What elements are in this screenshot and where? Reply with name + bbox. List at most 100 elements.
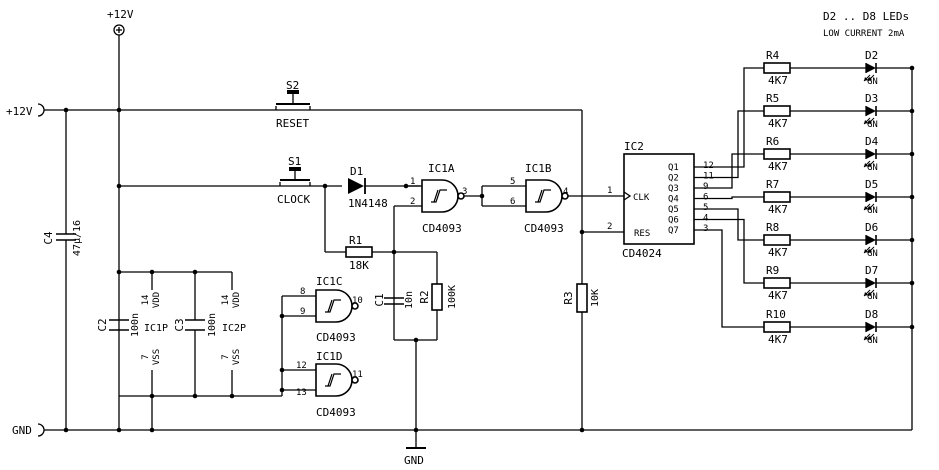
led-resistor-value: 4K7 [768, 203, 788, 216]
led-ref: D3 [865, 92, 878, 105]
ic1a-in1: 1 [410, 177, 415, 187]
d1-ref: D1 [350, 165, 363, 178]
ic1d-in2: 13 [296, 388, 307, 398]
led-color: GN [867, 249, 878, 259]
r2-ref: R2 [418, 290, 431, 303]
ic1p-vss-pin: 7 [141, 354, 151, 359]
ic1p-ref: IC1P [144, 323, 168, 334]
ic1b-part: CD4093 [524, 222, 564, 235]
ic2-output-pin: 3 [703, 224, 708, 234]
ic2-res-label: RES [634, 229, 650, 239]
ic2-output-pin: 9 [703, 182, 708, 192]
ic2-output-wire [694, 229, 764, 328]
ic1c-in2: 9 [300, 307, 305, 317]
ic2-clk-pin: 1 [607, 186, 612, 196]
ic2-output-pin: 11 [703, 172, 714, 182]
ic1b-out: 4 [563, 187, 568, 197]
led-ref: D7 [865, 264, 878, 277]
ic1d-part: CD4093 [316, 406, 356, 419]
r2-value: 100K [447, 285, 458, 309]
led-resistor [763, 321, 791, 333]
led-color: GN [867, 77, 878, 87]
led-ref: D6 [865, 221, 878, 234]
ic2-output-wire [694, 153, 764, 189]
r3-ref: R3 [562, 291, 575, 304]
led-color: GN [867, 120, 878, 130]
led-resistor [763, 277, 791, 289]
led-resistor-ref: R10 [766, 308, 786, 321]
led-resistor [763, 148, 791, 160]
s1-label: CLOCK [277, 193, 310, 206]
c3-ref: C3 [173, 318, 186, 331]
led-color: GN [867, 336, 878, 346]
vtop-label: +12V [107, 8, 134, 21]
ic2p-ref: IC2P [222, 323, 246, 334]
ic2p-vdd-pin: 14 [221, 295, 231, 306]
ic1a-in2: 2 [410, 197, 415, 207]
s2-ref: S2 [286, 79, 299, 92]
led-bank: R44K7D2GNR54K7D3GNR64K7D4GNR74K7D5GNR84K… [763, 49, 915, 346]
ic2-output-label: Q5 [668, 205, 679, 215]
c2-value: 100n [130, 313, 141, 337]
gnd-bottom-label: GND [404, 454, 424, 467]
ic2p-vdd: VDD [232, 292, 242, 308]
ic2-output-wire [694, 208, 764, 241]
r3-value: 10K [590, 289, 601, 307]
led-resistor-ref: R5 [766, 92, 779, 105]
led-color: GN [867, 163, 878, 173]
led-resistor-ref: R4 [766, 49, 780, 62]
clock-switch [279, 167, 311, 186]
ic2-output-wire [694, 67, 764, 168]
led-color: GN [867, 206, 878, 216]
led-resistor-ref: R8 [766, 221, 779, 234]
ic1a-part: CD4093 [422, 222, 462, 235]
ic2-output-label: Q1 [668, 163, 679, 173]
led-resistor-ref: R7 [766, 178, 779, 191]
ic2-res-pin: 2 [607, 222, 612, 232]
ic1d-in1: 12 [296, 361, 307, 371]
led-header-line1: D2 .. D8 LEDs [823, 10, 909, 23]
ic2-output-label: Q2 [668, 174, 679, 184]
c1-value: 10n [404, 291, 415, 309]
led-ref: D4 [865, 135, 879, 148]
led-ref: D5 [865, 178, 878, 191]
ic1c-in1: 8 [300, 287, 305, 297]
ic1c-part: CD4093 [316, 331, 356, 344]
ic1a-ref: IC1A [428, 162, 455, 175]
c3-value: 100n [207, 313, 218, 337]
led-resistor-value: 4K7 [768, 333, 788, 346]
ic1p-vdd: VDD [152, 292, 162, 308]
ic2-part: CD4024 [622, 247, 662, 260]
ic2-output-label: Q7 [668, 226, 679, 236]
ic1d-ref: IC1D [316, 350, 343, 363]
ic2-output-pin: 4 [703, 214, 708, 224]
gnd-label: GND [12, 424, 32, 437]
s2-label: RESET [276, 117, 309, 130]
led-resistor-value: 4K7 [768, 117, 788, 130]
ic1c-ref: IC1C [316, 275, 343, 288]
ic2p-vss: VSS [232, 349, 242, 365]
led-ref: D8 [865, 308, 878, 321]
s1-ref: S1 [288, 155, 301, 168]
ic1b-in2: 6 [510, 197, 515, 207]
led-resistor-value: 4K7 [768, 289, 788, 302]
led-resistor-value: 4K7 [768, 74, 788, 87]
ic1b-in1: 5 [510, 177, 515, 187]
led-header-line2: LOW CURRENT 2mA [823, 29, 905, 39]
led-resistor [763, 62, 791, 74]
led-resistor-value: 4K7 [768, 246, 788, 259]
led-ref: D2 [865, 49, 878, 62]
ic2p-vss-pin: 7 [221, 354, 231, 359]
vplus-label: +12V [6, 105, 33, 118]
ic2-output-wire [694, 196, 764, 200]
ic1d-out: 11 [352, 370, 363, 380]
r1-value: 18K [349, 259, 369, 272]
c4-ref: C4 [42, 231, 55, 245]
